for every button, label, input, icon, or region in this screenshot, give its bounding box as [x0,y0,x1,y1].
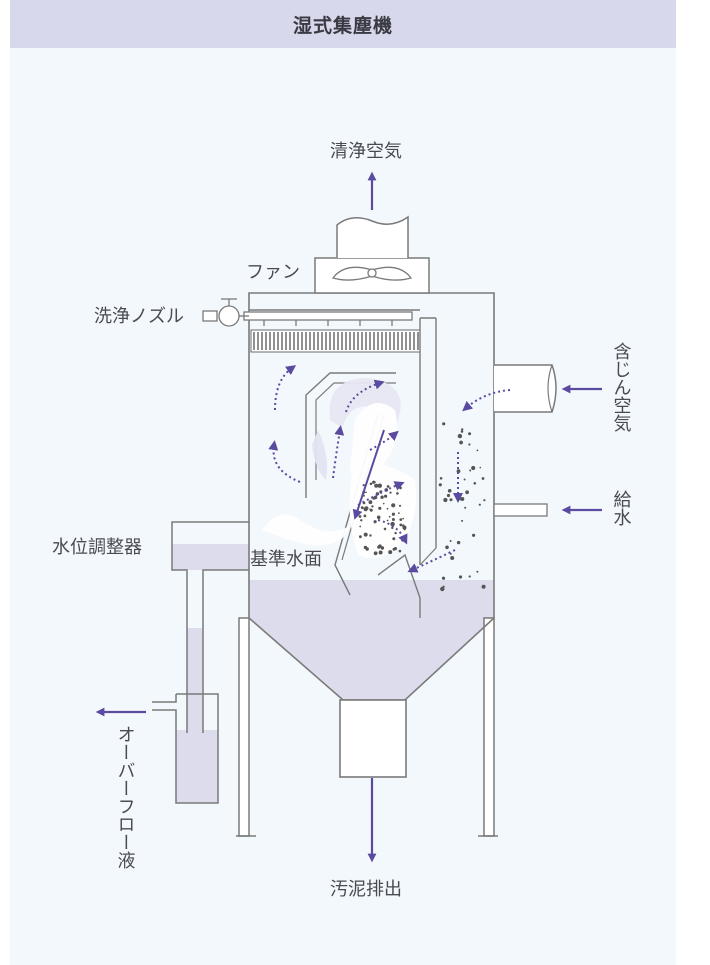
inlet-duct [494,364,557,413]
diagram-panel [10,0,676,965]
inner-partition [419,317,437,565]
diagram-title: 湿式集塵機 [292,14,393,37]
label-level-regulator: 水位調整器 [52,537,142,558]
flow-arrows [268,365,511,573]
valve-icon [202,298,249,327]
diagram-header: 湿式集塵機 [10,0,676,48]
label-water-supply: 給水 [611,490,632,526]
main-water [249,580,494,700]
label-fan: ファン [246,262,300,283]
overflow-pipe-water [187,628,203,733]
label-overflow: オーバーフロー液 [115,725,136,869]
level-regulator [171,521,249,733]
io-arrows [95,171,602,863]
swirl-mist [262,378,416,559]
label-clean-air: 清浄空気 [330,141,402,162]
label-dusty-air: 含じん空気 [611,342,632,433]
level-regulator-water [172,544,249,570]
fan-icon [331,266,413,281]
wash-nozzle-pipe [243,311,413,326]
bottom-deflector [377,553,421,618]
mist-eliminator [250,329,421,353]
label-reference-level: 基準水面 [250,549,322,570]
exhaust-duct [336,215,409,258]
solid-flow-arrows [352,429,385,520]
overflow-tank-water [176,730,218,803]
sludge-hopper [339,699,407,778]
swirl-baffle [305,372,396,498]
water-supply-pipe [493,503,548,517]
overflow-tank [152,693,219,804]
label-wash-nozzle: 洗浄ノズル [94,306,184,327]
label-sludge-discharge: 汚泥排出 [330,879,402,900]
